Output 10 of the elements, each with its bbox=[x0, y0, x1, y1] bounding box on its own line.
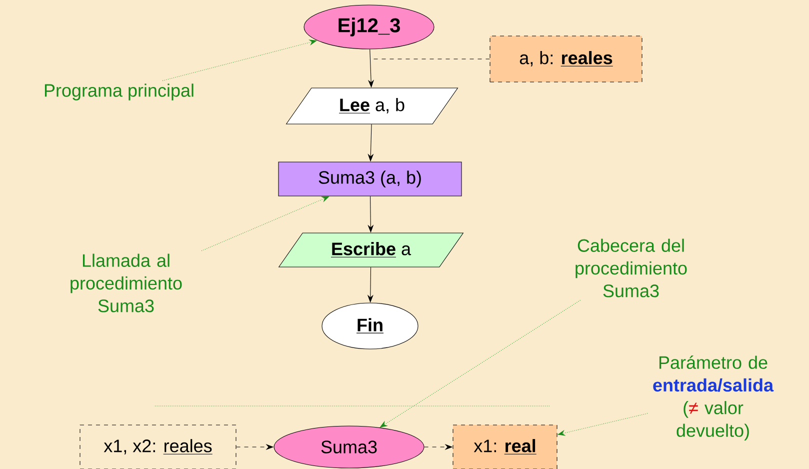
annotation-text: Parámetro de entrada/salida (≠ valor devuelto) bbox=[653, 356, 774, 440]
parameter-box: x1, x2: reales bbox=[80, 424, 236, 469]
leader-line bbox=[201, 196, 330, 252]
parameter-box: x1: real bbox=[452, 424, 558, 469]
annotation-text: Programa principal bbox=[44, 84, 194, 100]
connector-line bbox=[372, 58, 490, 60]
declaration-box: a, b: reales bbox=[490, 36, 642, 82]
annotation-text: Llamada al procedimiento Suma3 bbox=[70, 254, 182, 312]
annotation-text: Cabecera del procedimiento Suma3 bbox=[576, 238, 687, 298]
process-box: Suma3 (a, b) bbox=[278, 162, 462, 196]
